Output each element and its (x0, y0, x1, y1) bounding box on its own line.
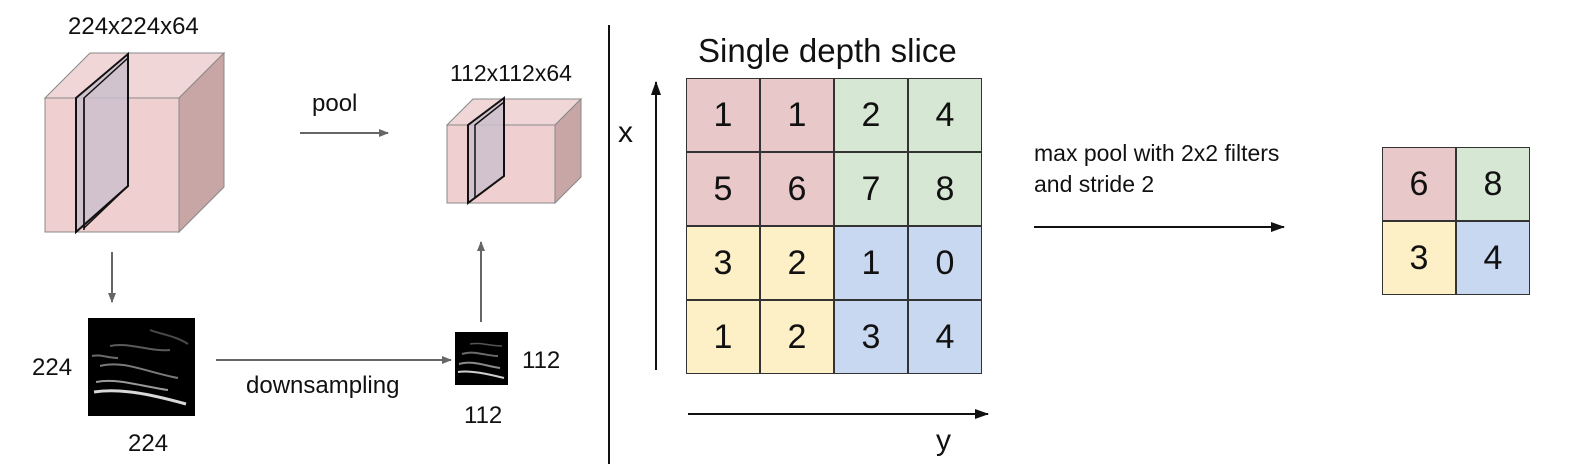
output-cell-1-1: 4 (1456, 221, 1530, 295)
grid-cell-1-0: 5 (686, 152, 760, 226)
small-map-bottom-label: 112 (464, 402, 503, 429)
grid-cell-2-0: 3 (686, 226, 760, 300)
grid-cell-0-0: 1 (686, 78, 760, 152)
big-volume (43, 51, 226, 235)
grid-cell-2-1: 2 (760, 226, 834, 300)
op-description-line2: and stride 2 (1034, 171, 1155, 197)
small-volume (445, 96, 583, 205)
downsampling-label: downsampling (246, 372, 400, 399)
axis-y-label: y (936, 424, 951, 457)
axis-x-label: x (618, 116, 633, 149)
output-cell-0-0: 6 (1382, 147, 1456, 221)
grid-cell-2-3: 0 (908, 226, 982, 300)
big-volume-dims-label: 224x224x64 (68, 13, 199, 40)
pool-label: pool (312, 90, 358, 117)
small-depth-slice (467, 96, 505, 205)
grid-cell-0-3: 4 (908, 78, 982, 152)
grid-cell-3-3: 4 (908, 300, 982, 374)
grid-cell-0-1: 1 (760, 78, 834, 152)
output-cell-0-1: 8 (1456, 147, 1530, 221)
grid-cell-0-2: 2 (834, 78, 908, 152)
big-map-bottom-label: 224 (128, 430, 169, 457)
big-map-side-label: 224 (32, 354, 73, 381)
big-depth-slice (75, 51, 129, 235)
big-activation-map (88, 318, 195, 416)
small-activation-map (455, 332, 508, 385)
grid-cell-2-2: 1 (834, 226, 908, 300)
small-volume-dims-label: 112x112x64 (450, 60, 572, 86)
grid-cell-3-0: 1 (686, 300, 760, 374)
op-description-line1: max pool with 2x2 filters (1034, 140, 1280, 166)
grid-cell-1-2: 7 (834, 152, 908, 226)
grid-cell-3-1: 2 (760, 300, 834, 374)
grid-cell-1-3: 8 (908, 152, 982, 226)
grid-cell-3-2: 3 (834, 300, 908, 374)
output-cell-1-0: 3 (1382, 221, 1456, 295)
slice-title: Single depth slice (698, 32, 957, 69)
grid-cell-1-1: 6 (760, 152, 834, 226)
small-map-side-label: 112 (522, 347, 561, 374)
